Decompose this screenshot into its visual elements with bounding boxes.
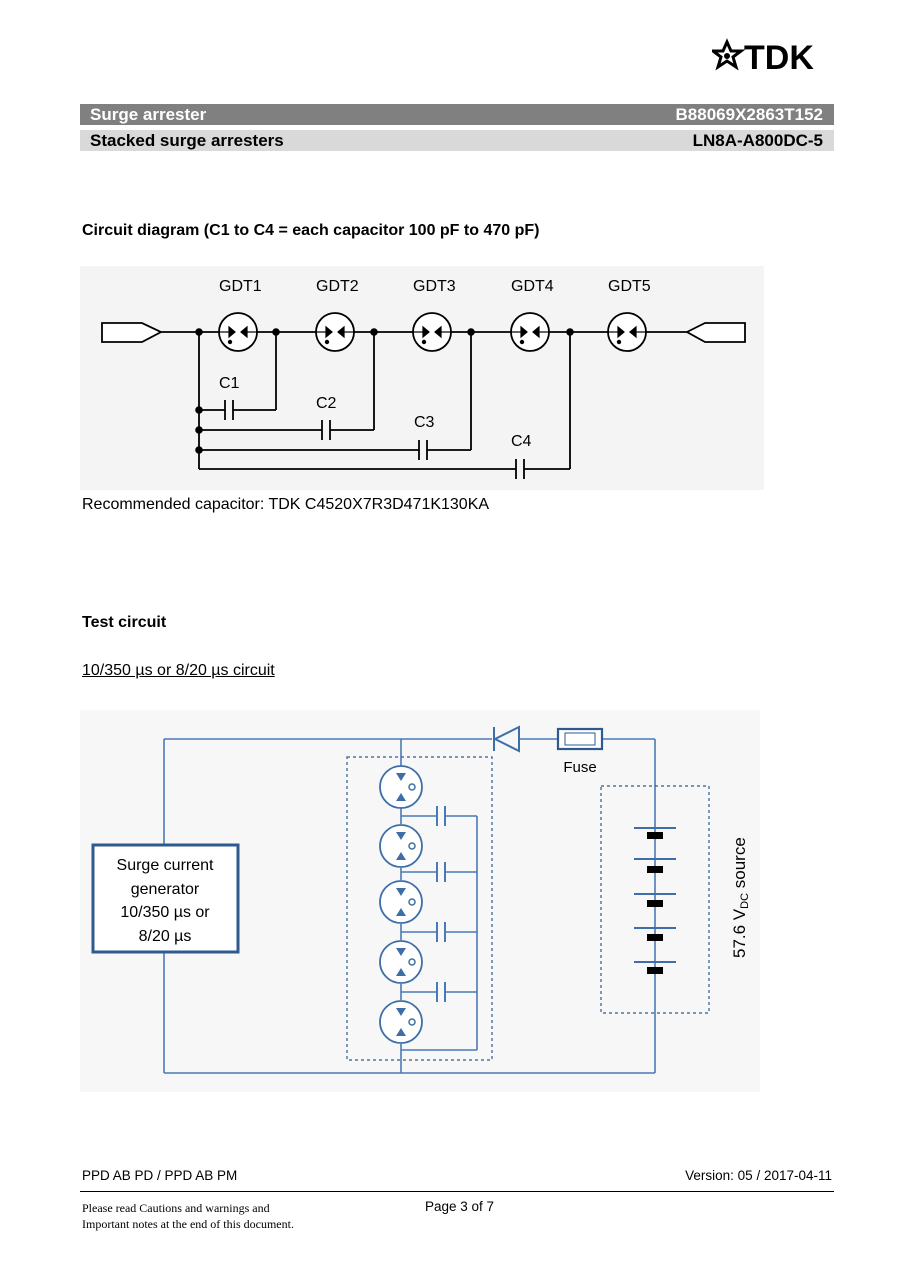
battery-stack <box>634 827 676 974</box>
circuit-diagram-svg: GDT1 GDT2 GDT3 GDT4 GDT5 C1 C2 C3 C4 <box>80 266 764 490</box>
generator-line-2: generator <box>131 881 200 898</box>
order-code: B88069X2863T152 <box>675 105 823 124</box>
gdt-symbol <box>413 325 451 345</box>
footer-note: Please read Cautions and warnings and Im… <box>82 1200 294 1232</box>
gdt-symbol <box>219 325 257 345</box>
test-circuit-svg: Surge current generator 10/350 µs or 8/2… <box>80 710 760 1092</box>
generator-line-1: Surge current <box>117 857 214 874</box>
gdt-symbol <box>316 325 354 345</box>
c4-label: C4 <box>511 433 532 450</box>
fuse-label: Fuse <box>563 759 596 776</box>
header-bar-title: Stacked surge arresters LN8A-A800DC-5 <box>80 130 834 151</box>
gdt4-label: GDT4 <box>511 278 554 295</box>
generator-line-3: 10/350 µs or <box>120 904 210 921</box>
fuse-symbol <box>556 727 604 751</box>
footer-version: Version: 05 / 2017-04-11 <box>685 1168 832 1183</box>
svg-text:57.6 VDC source: 57.6 VDC source <box>730 837 751 958</box>
gdt-symbol <box>511 325 549 345</box>
tdk-logo-mark: TDK <box>708 38 814 77</box>
c2-label: C2 <box>316 395 337 412</box>
gdt2-label: GDT2 <box>316 278 359 295</box>
product-title: Stacked surge arresters <box>90 131 284 150</box>
test-heading: Test circuit <box>82 614 167 631</box>
footer-note-line-1: Please read Cautions and warnings and <box>82 1201 270 1215</box>
page-number: Page 3 of 7 <box>425 1199 495 1214</box>
footer-department: PPD AB PD / PPD AB PM <box>82 1168 238 1183</box>
test-subheading: 10/350 µs or 8/20 µs circuit <box>82 662 275 679</box>
circuit-diagram: GDT1 GDT2 GDT3 GDT4 GDT5 C1 C2 C3 C4 <box>80 266 764 495</box>
circuit-heading: Circuit diagram (C1 to C4 = each capacit… <box>82 222 540 239</box>
product-type: Surge arrester <box>90 105 207 124</box>
surge-generator-box <box>91 843 240 954</box>
c1-label: C1 <box>219 375 240 392</box>
diode-symbol <box>492 725 520 753</box>
gdt3-label: GDT3 <box>413 278 456 295</box>
source-label: 57.6 VDC source <box>730 837 751 958</box>
generator-line-4: 8/20 µs <box>139 928 192 945</box>
footer-note-line-2: Important notes at the end of this docum… <box>82 1217 294 1231</box>
c3-label: C3 <box>414 414 435 431</box>
footer-divider <box>80 1191 834 1192</box>
gdt1-label: GDT1 <box>219 278 262 295</box>
product-code: LN8A-A800DC-5 <box>692 131 823 150</box>
gdt-symbol <box>608 325 646 345</box>
recommended-capacitor: Recommended capacitor: TDK C4520X7R3D471… <box>82 496 490 513</box>
gdt5-label: GDT5 <box>608 278 651 295</box>
tdk-logo-text: TDK <box>744 39 814 74</box>
test-circuit: Surge current generator 10/350 µs or 8/2… <box>80 710 760 1097</box>
header-bar-type: Surge arrester B88069X2863T152 <box>80 104 834 125</box>
gdt-stack <box>379 765 423 1044</box>
tdk-logo: TDK <box>708 38 836 79</box>
